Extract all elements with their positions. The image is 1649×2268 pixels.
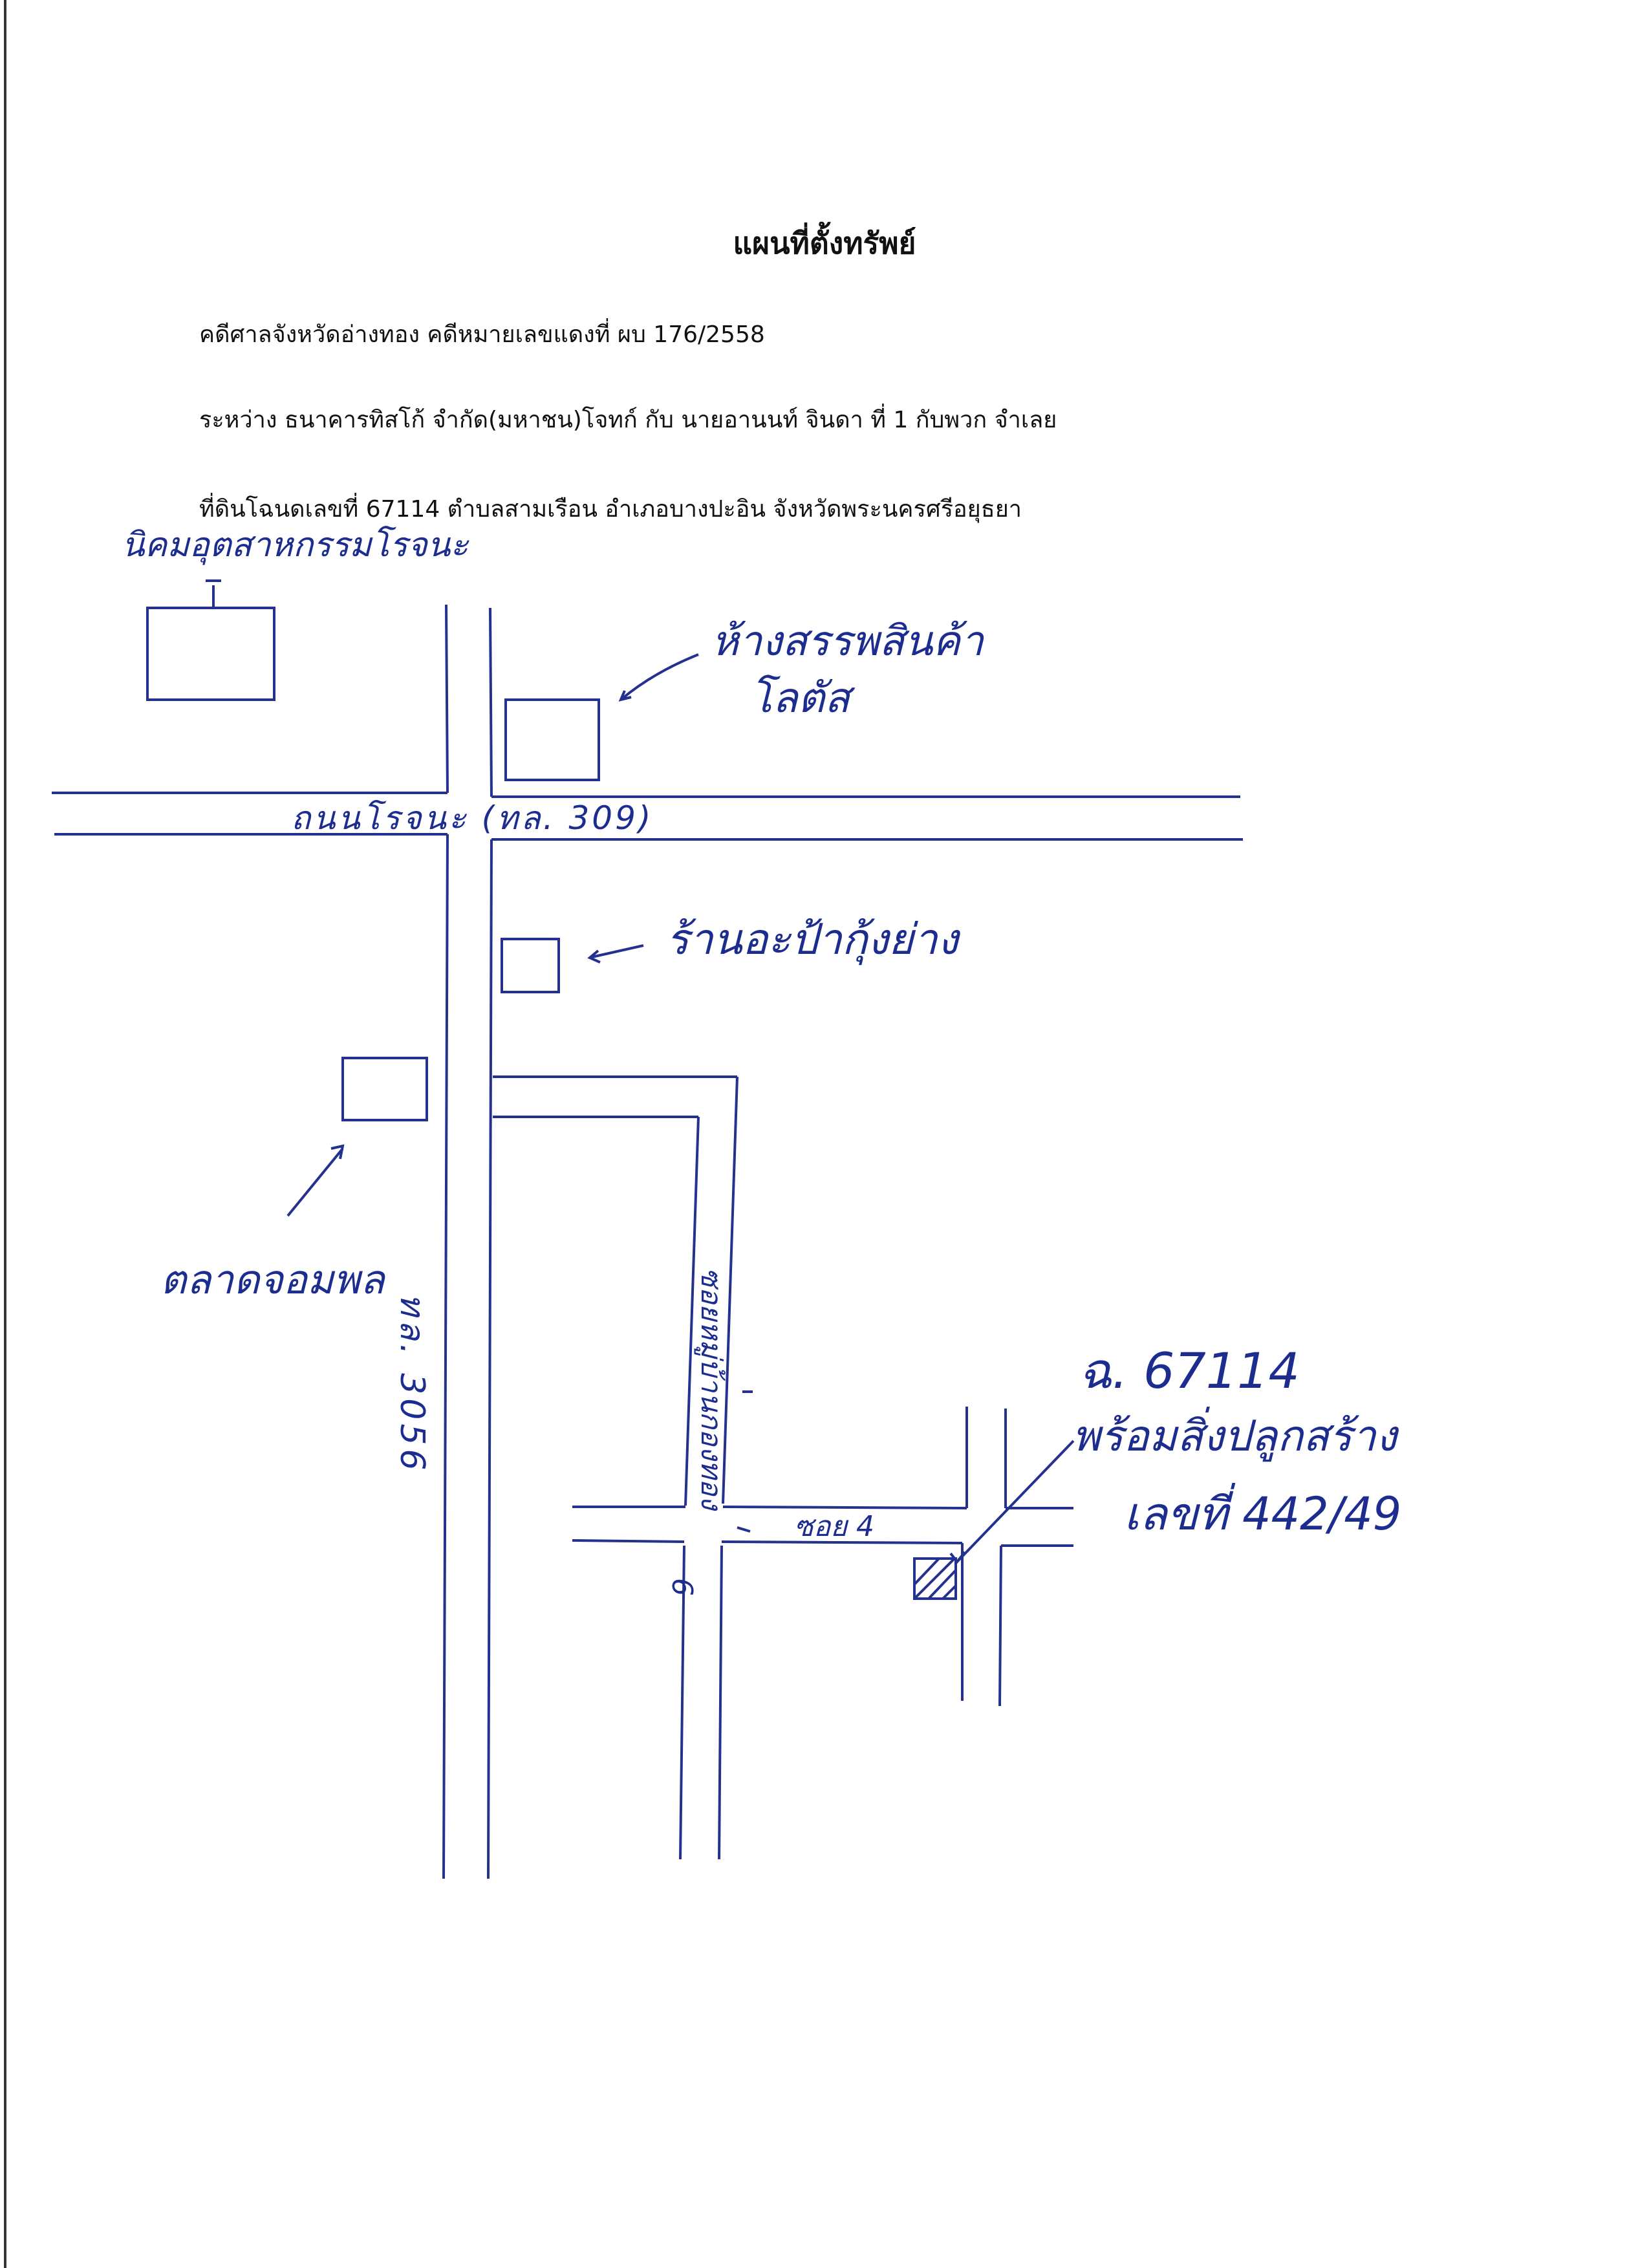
highway-east-edge <box>487 839 493 1879</box>
market-label: ตลาดจอมพล <box>160 1256 385 1303</box>
main-road-label: ถนนโรจนะ (ทล. 309) <box>291 799 654 837</box>
house-number-label: เลขที่ 442/49 <box>1124 1487 1402 1540</box>
soi4-label: ซอย 4 <box>794 1510 875 1543</box>
soi-west-edge <box>684 1116 700 1506</box>
shop-building <box>501 938 560 993</box>
highway-east-edge-top <box>489 607 493 797</box>
market-arrow-head <box>330 1144 345 1160</box>
hatch-line <box>913 1557 956 1600</box>
case-line: คดีศาลจังหวัดอ่างทอง คดีหมายเลขแดงที่ ผบ… <box>199 321 765 348</box>
estate-label: นิคมอุตสาหกรรมโรจนะ <box>122 526 469 565</box>
soi-east-edge <box>722 1076 738 1504</box>
parties-line: ระหว่าง ธนาคารทิสโก้ จำกัด(มหาชน)โจทก์ ก… <box>199 407 1057 433</box>
page-title: แผนที่ตั้งทรัพย์ <box>733 226 916 261</box>
shop-arrow <box>591 944 644 958</box>
cross-road-east-edge-bottom <box>998 1545 1002 1707</box>
soi-west-edge-lower <box>679 1545 685 1860</box>
soi-tick <box>737 1526 751 1533</box>
hatch-line <box>942 1584 957 1600</box>
mall-arrow <box>620 653 699 701</box>
mall-building <box>504 698 600 781</box>
subject-property <box>913 1557 957 1600</box>
deed-pointer <box>956 1440 1075 1563</box>
land-line: ที่ดินโฉนดเลขที่ 67114 ตำบลสามเรือน อำเภ… <box>199 496 1022 523</box>
deed-pointer-head <box>949 1551 966 1564</box>
deed-label: ฉ. 67114 <box>1079 1342 1300 1399</box>
soi4-north-edge-right <box>722 1506 967 1509</box>
mall-label-line2: โลตัส <box>750 675 850 722</box>
highway-west-edge-top <box>445 604 449 794</box>
soi-east-edge-lower <box>718 1545 723 1860</box>
soi4-south-edge-right <box>721 1540 963 1544</box>
mall-label-line1: ห้างสรรพสินค้า <box>711 618 984 665</box>
market-arrow <box>286 1147 344 1217</box>
mall-arrow-head <box>618 690 632 702</box>
soi4-south-edge-left <box>572 1539 685 1543</box>
highway-west-edge <box>442 834 449 1879</box>
market-building <box>341 1057 428 1121</box>
soi-vertical-number: 6 <box>665 1578 698 1596</box>
building-label: พร้อมสิ่งปลูกสร้าง <box>1072 1411 1397 1461</box>
shop-label: ร้านอะป้ากุ้งย่าง <box>666 914 958 964</box>
highway-label: ทล. 3056 <box>393 1293 431 1474</box>
page-edge <box>4 0 6 2268</box>
soi-vertical-label: ซอยหมู่บ้านกองทอง <box>695 1268 727 1510</box>
shop-arrow-head <box>587 949 601 964</box>
hatch-line <box>913 1557 940 1586</box>
hatch-line <box>927 1569 957 1600</box>
estate-building <box>146 607 275 701</box>
